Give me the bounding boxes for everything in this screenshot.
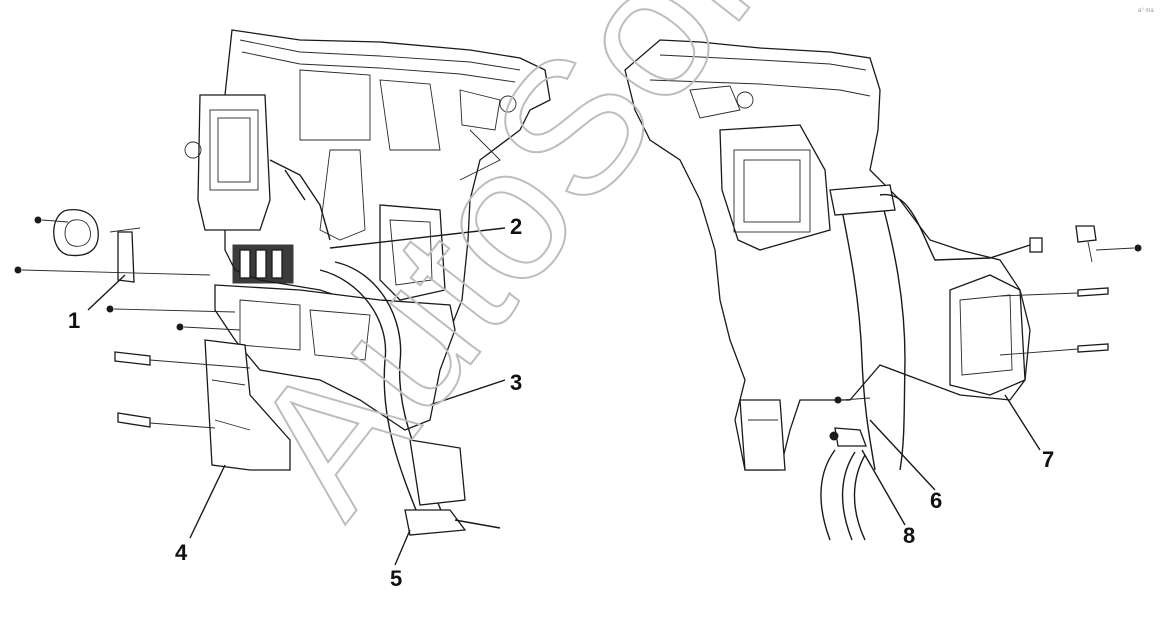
left-assembly: [14, 29, 551, 536]
callout-5: 5: [390, 566, 402, 591]
callout-3: 3: [510, 370, 522, 395]
callout-2: 2: [510, 214, 522, 239]
corner-mark: a° ma: [1138, 8, 1154, 14]
leader-lines: [87, 227, 1041, 566]
callout-1: 1: [68, 308, 80, 333]
callouts: 1 2 3 4 5 6 7 8: [68, 214, 1054, 591]
callout-7: 7: [1042, 447, 1054, 472]
callout-4: 4: [175, 540, 188, 565]
right-assembly: [624, 39, 1142, 541]
callout-8: 8: [903, 523, 915, 548]
callout-6: 6: [930, 488, 942, 513]
